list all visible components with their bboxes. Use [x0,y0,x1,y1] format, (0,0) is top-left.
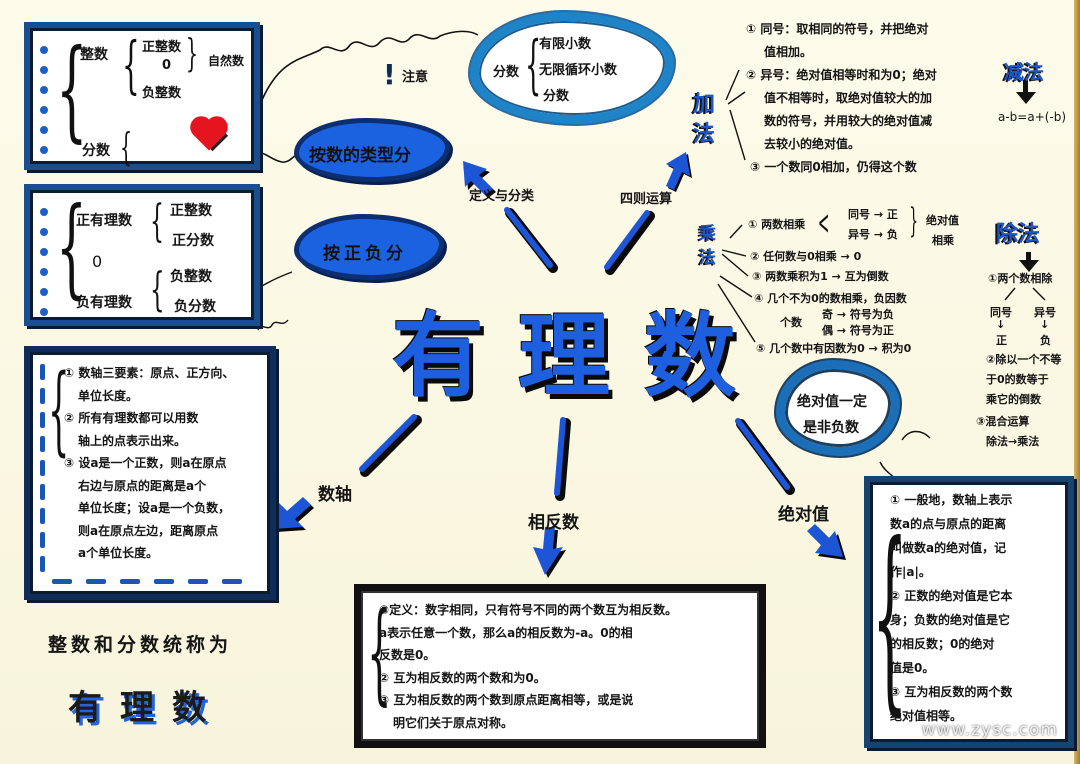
addition-rule-line: 去较小的绝对值。 [764,137,861,151]
positive-rational-label: 正有理数 [76,213,132,229]
mult-rule-4: ④ 几个不为0的数相乘，负因数 [754,292,907,305]
natural-numbers-label: 自然数 [208,54,245,68]
absolute-value-text: ① 一般地，数轴上表示 数a的点与原点的距离 叫做数a的绝对值，记 作|a|。 … [890,493,1013,723]
finite-decimal-label: 有限小数 [539,37,592,52]
addition-rule-line: ② 异号：绝对值相等时和为0；绝对 [746,68,937,82]
division-rule-1: ①两个数相除 [988,272,1053,285]
cloud-absolute-nonnegative: 绝对值一定 是非负数 [776,360,900,456]
footer-emphasis: 有理数 [68,688,224,728]
positive-integer-label: 正整数 [142,40,182,55]
cloud-fraction: 分数 { 有限小数 无限循环小数 分数 [470,12,674,124]
brace-icon: { [120,125,133,169]
cloud-abs-line-1: 绝对值一定 [797,394,867,410]
brace-icon: { [525,28,542,102]
multiplication-label: 乘法 [699,224,716,268]
branch-number-axis: 数轴 [318,485,352,505]
note-label: 注意 [402,70,429,85]
box-integer-fraction: { 整数 { 正整数 0 负整数 { 自然数 分数 { [24,22,260,170]
brace-icon: { [150,196,164,247]
decorative-dashes [40,364,45,572]
integer-label: 整数 [80,47,108,63]
decorative-dots [40,208,48,316]
repeating-decimal-label: 无限循环小数 [539,63,618,78]
cloud-by-sign: 按正负分 [294,214,444,280]
mult-abs-label-1: 绝对值 [926,214,959,227]
box-by-sign: { 正有理数 { 正整数 正分数 0 负有理数 { 负整数 负分数 [24,184,260,326]
brace-icon: { [56,25,88,153]
cloud-by-sign-label: 按正负分 [323,244,407,264]
cloud-by-type: 按数的类型分 [294,118,450,182]
mult-abs-label-2: 相乘 [932,234,954,247]
box-opposite-numbers: { ①定义：数字相同，只有符号不同的两个数互为相反数。 a表示任意一个数，那么a… [354,584,766,748]
addition-label: 加法 [693,92,716,147]
fraction-item-label: 分数 [543,89,570,104]
brace-icon: { [122,28,140,101]
squiggle-connector [261,30,479,101]
brace-icon: { [48,354,70,466]
mult-odd-rule: 奇 → 符号为负 [822,308,894,321]
zero-label: 0 [162,58,172,73]
subtraction-formula: a-b=a+(-b) [998,110,1067,124]
heart-icon [193,119,225,151]
arrow-heads [273,152,846,578]
addition-rule-line: 值不相等时，取绝对值较大的加 [764,91,933,105]
addition-rule-line: ① 同号：取相同的符号，并把绝对 [746,22,929,36]
addition-rules: ① 同号：取相同的符号，并把绝对 值相加。 ② 异号：绝对值相等时和为0；绝对 … [746,18,937,179]
watermark: www.zysc.com [921,720,1058,740]
brace-icon: { [367,588,392,716]
mult-rule-1: ① 两数相乘 [748,218,806,231]
footer-caption: 整数和分数统称为 [48,634,233,656]
decorative-dashes [52,579,242,584]
negative-fraction-label: 负分数 [174,299,216,315]
mult-rule-3: ③ 两数乘积为1 → 互为倒数 [752,270,889,283]
brace-icon: { [150,262,165,316]
decorative-dots [40,46,48,154]
positive-fraction-label: 正分数 [172,233,214,249]
mult-rule-5: ⑤ 几个数中有因数为0 → 积为0 [756,342,912,355]
exclamation-icon: ! [383,58,396,91]
paper-edge [1074,0,1080,764]
branch-definition-classification: 定义与分类 [469,189,535,204]
box-absolute-value: { ① 一般地，数轴上表示 数a的点与原点的距离 叫做数a的绝对值，记 作|a|… [864,476,1074,748]
opposite-numbers-text: ①定义：数字相同，只有符号不同的两个数互为相反数。 a表示任意一个数，那么a的相… [379,603,678,730]
division-rule-3: ③混合运算 除法→乘法 [976,415,1040,448]
box-number-axis: { ① 数轴三要素：原点、正方向、 单位长度。 ② 所有有理数都可以用数 轴上的… [24,346,276,600]
division-diff-result: 负 [1040,334,1051,347]
division-arrow-same: ↓ [996,318,1006,331]
brace-icon: { [909,201,918,241]
mult-rule-2: ② 任何数与0相乘 → 0 [750,250,862,263]
division-rule-2: ②除以一个不等 于0的数等于 乘它的倒数 [986,353,1062,406]
mult-diff-sign: 异号 → 负 [848,228,898,241]
cloud-abs-line-2: 是非负数 [803,420,859,436]
division-arrow-diff: ↓ [1040,318,1050,331]
mult-even-rule: 偶 → 符号为正 [822,324,894,337]
division-same-sign: 同号 [990,306,1012,319]
negative-integer-label: 负整数 [142,86,182,101]
fraction-root-label: 分数 [493,65,520,80]
negative-rational-label: 负有理数 [76,295,132,311]
main-title: 有理数 [392,303,771,410]
fraction-label: 分数 [82,143,110,159]
branch-four-operations: 四则运算 [620,192,673,207]
addition-rule-line: ③ 一个数同0相加，仍得这个数 [750,160,917,174]
addition-rule-line: 值相加。 [764,45,813,59]
number-axis-text: ① 数轴三要素：原点、正方向、 单位长度。 ② 所有有理数都可以用数 轴上的点表… [64,366,235,560]
branch-absolute-value: 绝对值 [778,505,829,525]
division-same-result: 正 [996,334,1007,347]
division-diff-sign: 异号 [1034,306,1056,319]
division-label: 除法 [996,222,1041,247]
mult-same-sign: 同号 → 正 [848,208,898,221]
brace-icon: { [872,501,908,734]
zero-label: 0 [92,252,103,271]
mult-count-label: 个数 [780,316,802,329]
cloud-by-type-label: 按数的类型分 [309,146,411,166]
addition-rule-line: 数的符号，并用较大的绝对值减 [764,114,933,128]
brace-icon: { [56,185,87,310]
brace-icon: { [185,31,198,75]
subtraction-label: 减法 [1004,60,1044,84]
positive-integer-label: 正整数 [170,203,212,219]
branch-opposite-numbers: 相反数 [528,513,579,533]
negative-integer-label: 负整数 [170,269,212,285]
brace-icon: < [818,203,830,243]
